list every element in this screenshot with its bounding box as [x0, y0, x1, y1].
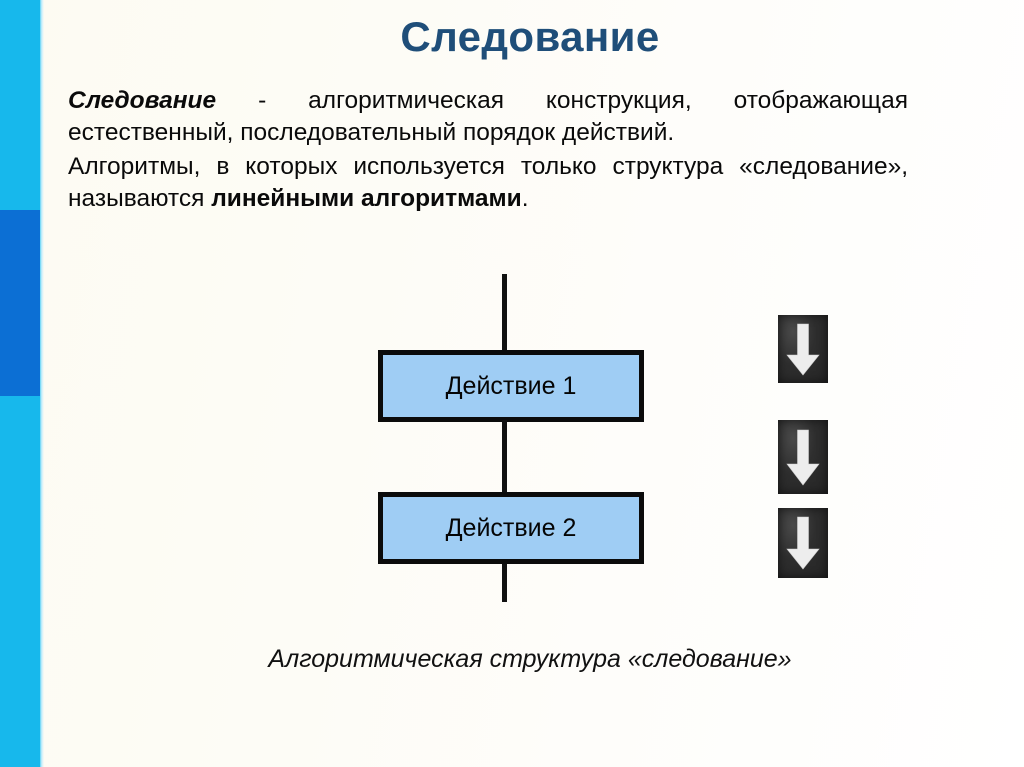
linear-tail-text: . — [521, 184, 529, 212]
connector-line-entry — [502, 274, 507, 352]
paragraph-linear-algorithms: Алгоритмы, в которых используется только… — [68, 151, 908, 216]
flow-box-action-1: Действие 1 — [378, 350, 644, 422]
term-sledovanie: Следование — [68, 87, 217, 114]
diagram-caption: Алгоритмическая структура «следование» — [268, 645, 792, 673]
flow-box-action-2: Действие 2 — [378, 492, 644, 564]
connector-line-between — [502, 420, 507, 496]
down-arrow-icon — [778, 315, 828, 383]
definition-text: - алгоритмическая конструкция, отображаю… — [68, 87, 908, 147]
flow-box-label: Действие 2 — [445, 513, 577, 542]
connector-line-exit — [502, 564, 507, 602]
term-linear-algorithms: линейными алгоритмами — [211, 184, 522, 212]
down-arrow-icon — [778, 508, 828, 578]
body-text-block: Следование - алгоритмическая конструкция… — [68, 85, 908, 216]
flowchart-sequence: Действие 1 Действие 2 — [378, 274, 644, 604]
sidebar-strip-accent-blue — [0, 210, 40, 396]
down-arrow-icon — [778, 420, 828, 494]
linear-lead-text: Алгоритмы, в которых используется только… — [68, 152, 908, 212]
flow-box-label: Действие 1 — [445, 371, 577, 400]
sidebar-strip-edge — [40, 0, 44, 767]
page-title: Следование — [400, 13, 660, 60]
paragraph-definition: Следование - алгоритмическая конструкция… — [68, 85, 908, 150]
